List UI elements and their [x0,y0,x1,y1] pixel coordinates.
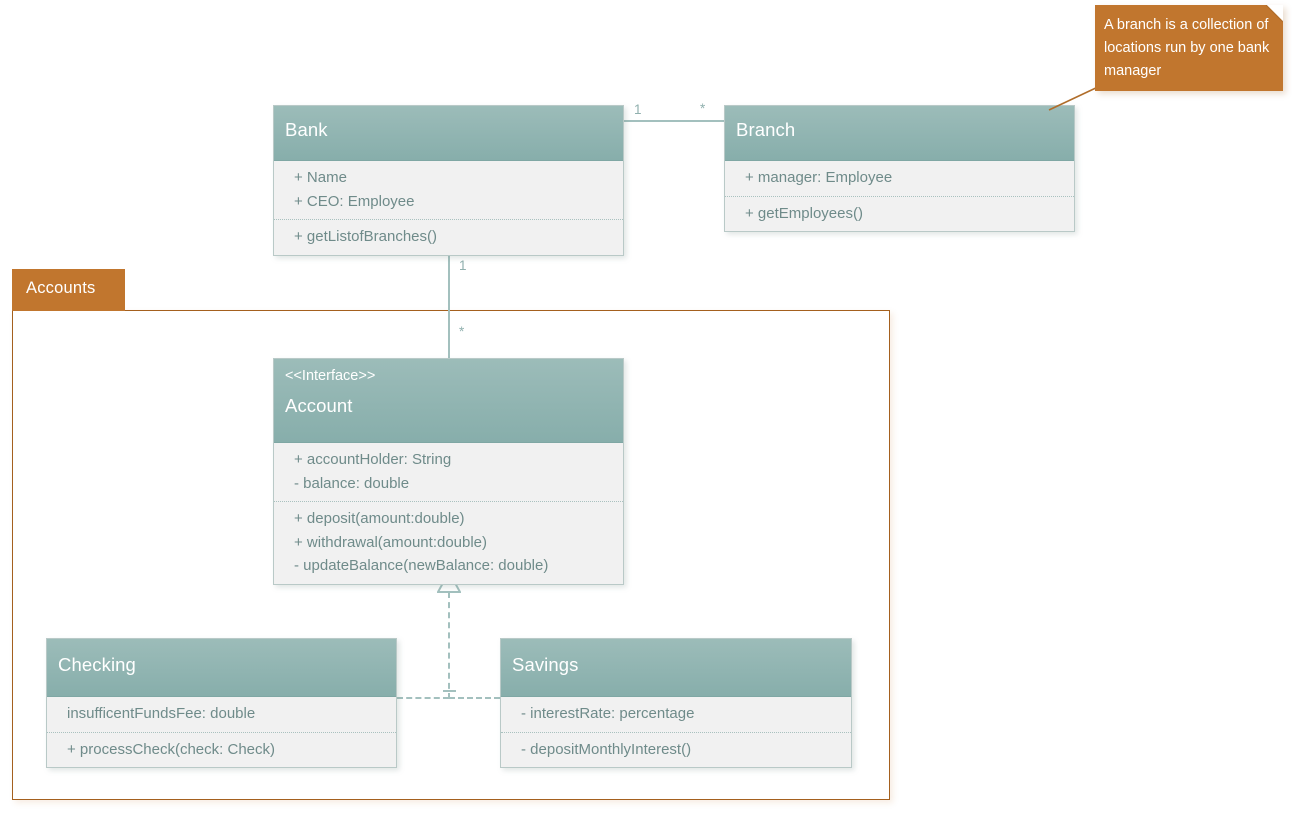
package-accounts-tab[interactable]: Accounts [12,269,125,311]
class-member: + CEO: Employee [294,192,415,210]
class-operations-checking: + processCheck(check: Check) [47,731,396,768]
class-member: + deposit(amount:double) [294,510,465,527]
class-operations-bank: + getListofBranches() [274,219,623,255]
class-stereotype-account: <<Interface>> [285,368,376,384]
multiplicity-bank-account-target: * [459,324,465,339]
class-member: + processCheck(check: Check) [67,740,275,758]
class-header-account: <<Interface>> Account [274,359,623,443]
class-member: - balance: double [294,474,410,492]
class-member: + withdrawal(amount:double) [294,533,488,551]
multiplicity-bank-branch-source: 1 [634,102,642,117]
note-leader-line [1048,86,1101,111]
realization-branch-checking [397,697,449,699]
class-header-savings: Savings [501,639,851,697]
class-member: + manager: Employee [745,169,893,186]
class-operations-savings: - depositMonthlyInterest() [501,731,851,768]
class-name-savings: Savings [512,654,579,675]
class-header-branch: Branch [725,106,1074,161]
class-member: + Name [294,169,347,186]
class-header-bank: Bank [274,106,623,161]
class-attributes-branch: + manager: Employee [725,161,1074,196]
class-attributes-bank: + Name + CEO: Employee [274,161,623,219]
class-box-checking[interactable]: Checking insufficentFundsFee: double + p… [46,638,397,768]
class-header-checking: Checking [47,639,396,697]
class-attributes-savings: - interestRate: percentage [501,697,851,732]
realization-branch-savings [449,697,500,699]
class-name-branch: Branch [736,119,796,140]
class-member: + getEmployees() [745,204,863,222]
class-box-account[interactable]: <<Interface>> Account + accountHolder: S… [273,358,624,585]
class-operations-account: + deposit(amount:double) + withdrawal(am… [274,501,623,584]
class-attributes-checking: insufficentFundsFee: double [47,697,396,732]
association-bank-branch[interactable] [624,120,725,122]
package-accounts-label: Accounts [26,279,96,297]
realization-stem [448,592,450,699]
class-box-savings[interactable]: Savings - interestRate: percentage - dep… [500,638,852,768]
class-box-branch[interactable]: Branch + manager: Employee + getEmployee… [724,105,1075,232]
class-member: - updateBalance(newBalance: double) [294,557,549,574]
class-name-checking: Checking [58,654,136,675]
multiplicity-bank-account-source: 1 [459,258,467,273]
association-bank-account[interactable] [448,244,450,359]
class-name-bank: Bank [285,119,328,140]
note-fold-corner-icon [1259,5,1283,29]
class-box-bank[interactable]: Bank + Name + CEO: Employee + getListofB… [273,105,624,256]
class-member: - depositMonthlyInterest() [521,740,692,758]
class-member: + getListofBranches() [294,228,437,245]
class-member: insufficentFundsFee: double [67,705,256,722]
class-attributes-account: + accountHolder: String - balance: doubl… [274,443,623,501]
class-operations-branch: + getEmployees() [725,195,1074,232]
class-name-account: Account [285,395,353,416]
note-text: A branch is a collection of locations ru… [1104,17,1270,79]
class-member: + accountHolder: String [294,451,452,468]
multiplicity-bank-branch-target: * [700,101,706,116]
class-member: - interestRate: percentage [521,705,695,722]
note-branch-description[interactable]: A branch is a collection of locations ru… [1095,5,1283,91]
realization-junction [443,690,456,692]
